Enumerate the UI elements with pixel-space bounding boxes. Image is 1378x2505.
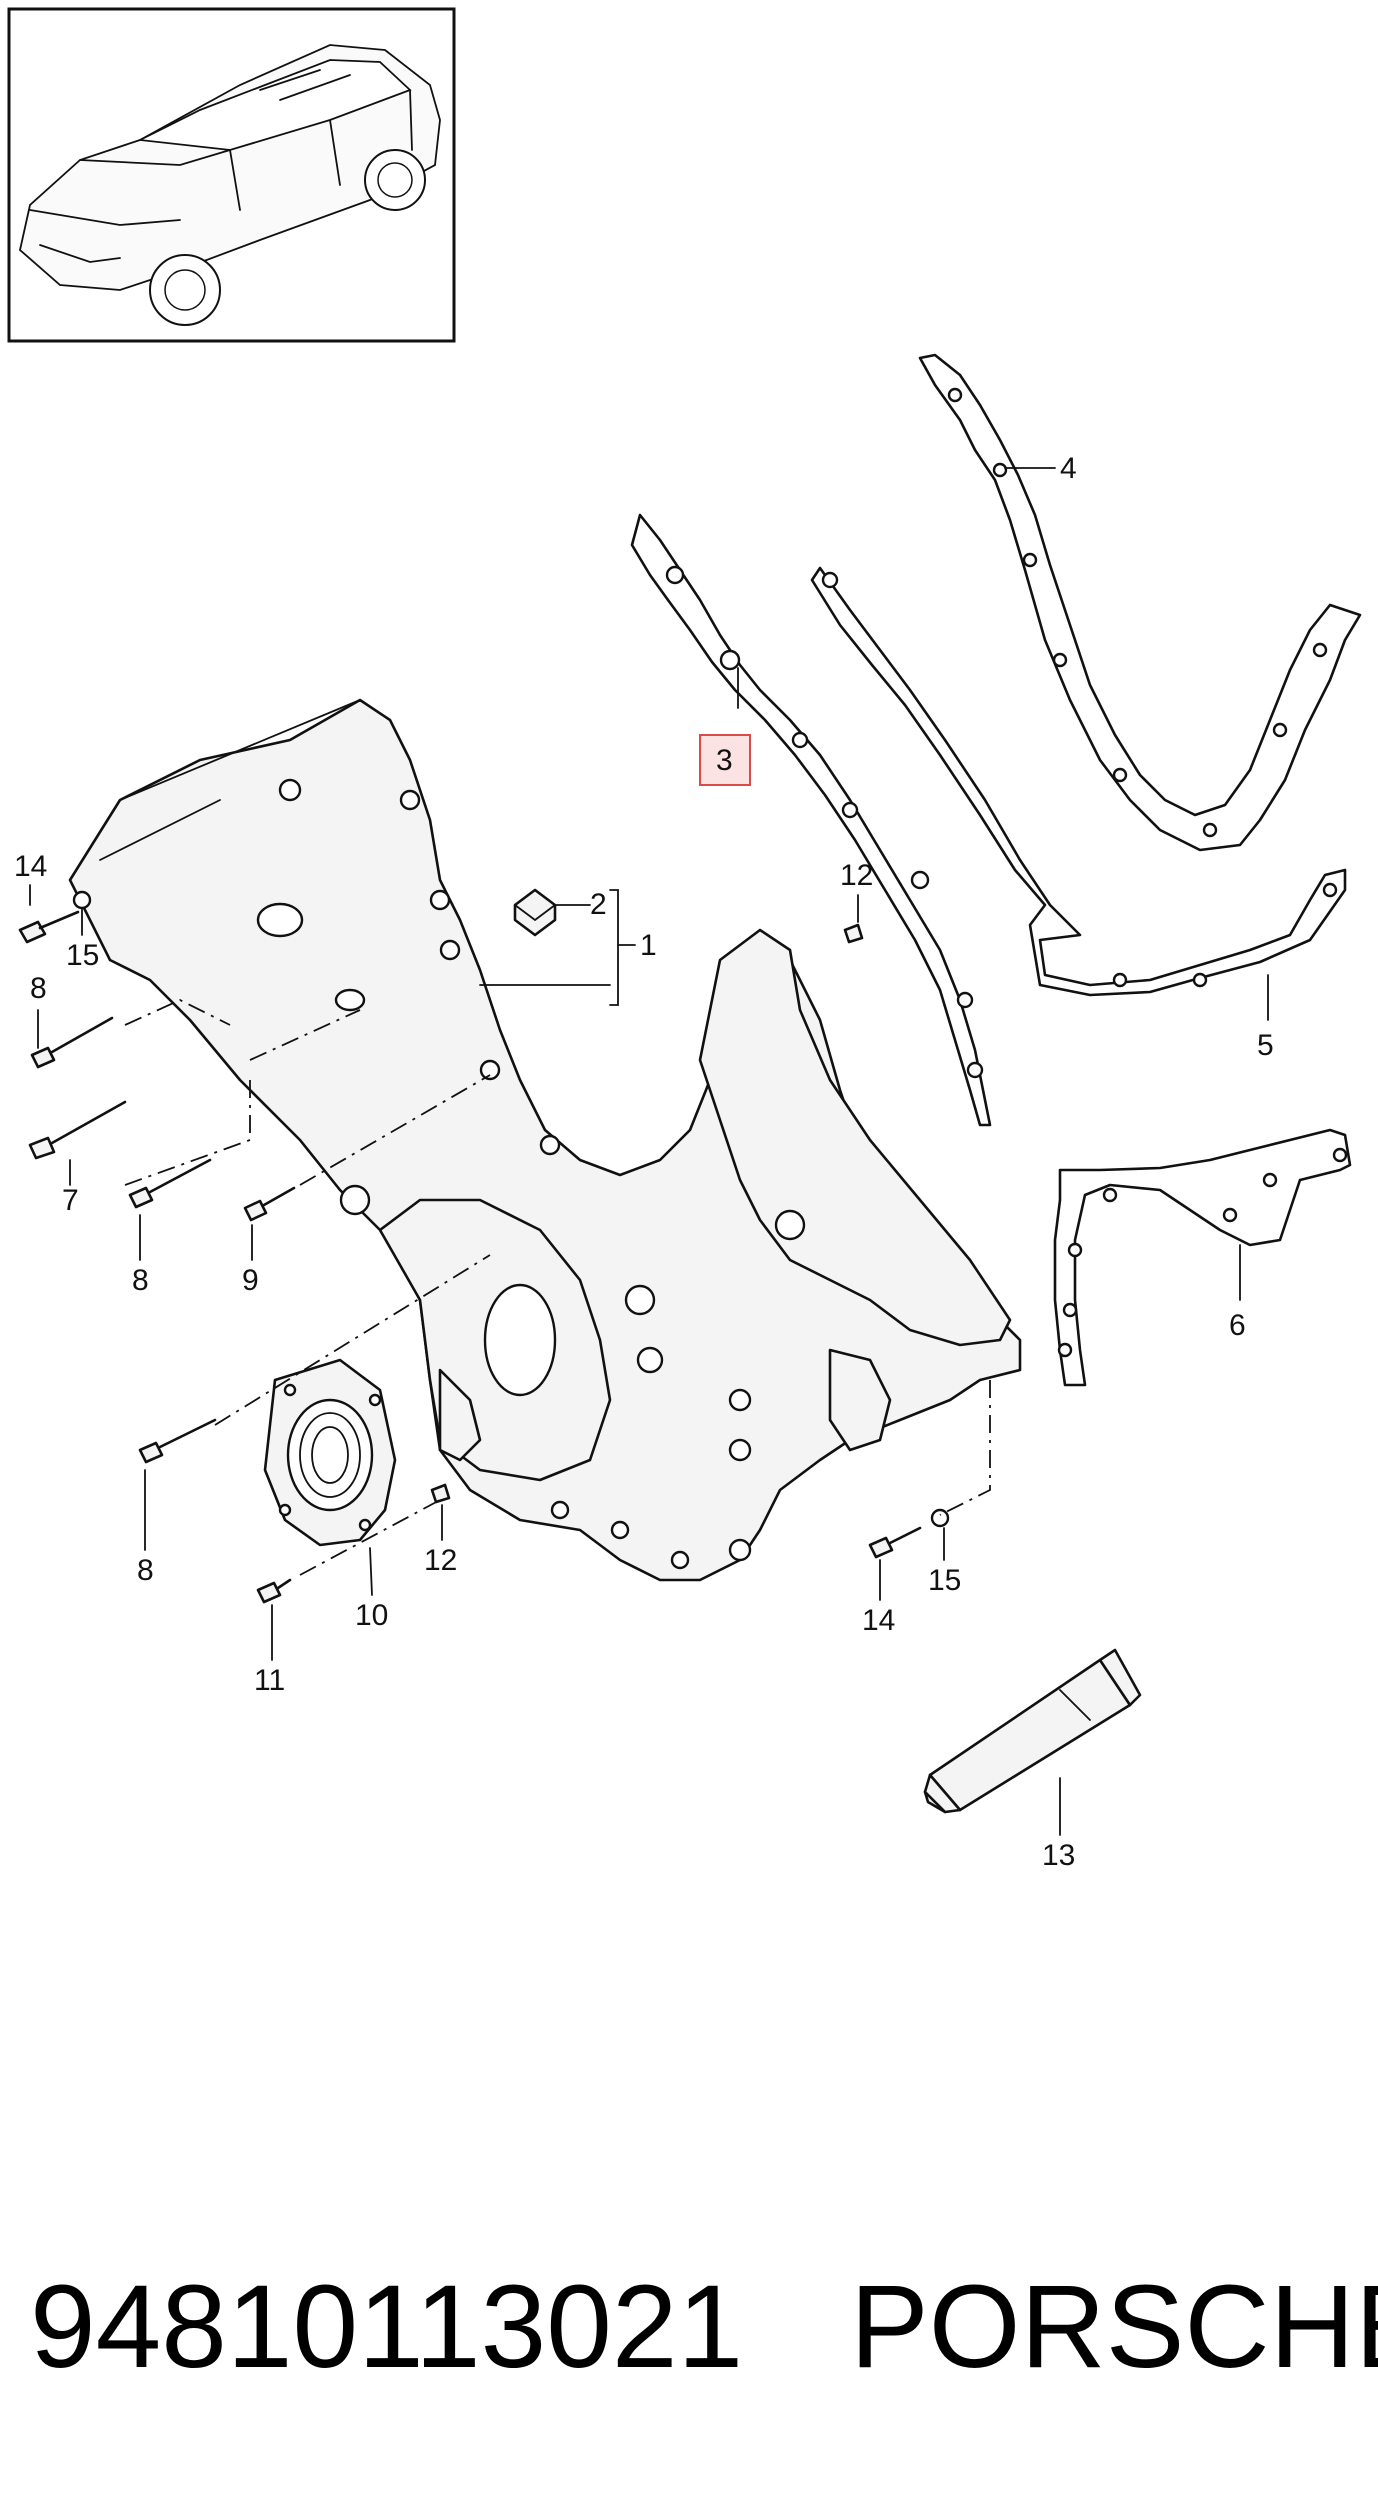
callout-3-highlight	[699, 734, 751, 786]
gasket-5	[810, 566, 1347, 997]
nut-12-lower	[430, 1483, 451, 1504]
callout-13[interactable]: 13	[1042, 1839, 1075, 1872]
bolt-7	[28, 1100, 127, 1160]
callout-labels: 2 1 3 4 5 6 14 15 8 7 8 9 8 10 11 12 12 …	[14, 452, 1274, 1872]
callout-5[interactable]: 5	[1257, 1029, 1274, 1062]
callout-2[interactable]: 2	[590, 888, 607, 921]
mounting-axes	[124, 999, 991, 1576]
callout-10[interactable]: 10	[355, 1599, 388, 1632]
bolt-14-top	[18, 910, 80, 944]
callout-14-top[interactable]: 14	[14, 850, 47, 883]
leader-lines	[29, 467, 1269, 1836]
callout-1[interactable]: 1	[640, 929, 657, 962]
bolt-14-lower	[868, 1526, 922, 1559]
callout-12-upper[interactable]: 12	[840, 859, 873, 892]
seal-flange	[263, 1358, 397, 1547]
callout-8-mid[interactable]: 8	[132, 1264, 149, 1297]
gasket-3	[630, 513, 992, 1127]
dowel-pin	[513, 888, 557, 937]
bolt-8-top	[30, 1016, 114, 1069]
bolt-9	[243, 1186, 296, 1222]
callout-14-lower[interactable]: 14	[862, 1604, 895, 1637]
brand-name: PORSCHE	[850, 2261, 1378, 2393]
bolt-11	[256, 1578, 292, 1604]
sealant-tube	[923, 1648, 1142, 1814]
callout-15-top[interactable]: 15	[66, 939, 99, 972]
bolt-8-low	[138, 1418, 217, 1464]
callout-11[interactable]: 11	[254, 1664, 285, 1697]
callout-15-lower[interactable]: 15	[928, 1564, 961, 1597]
gasket-6	[1053, 1128, 1352, 1387]
vehicle-thumbnail	[7, 7, 456, 343]
callout-8-top[interactable]: 8	[30, 972, 47, 1005]
nut-12-upper	[843, 923, 864, 944]
callout-4[interactable]: 4	[1060, 452, 1077, 485]
callout-6[interactable]: 6	[1229, 1309, 1246, 1342]
washer-15-lower	[930, 1508, 950, 1528]
gasket-4	[918, 353, 1362, 852]
bolt-8-mid	[128, 1158, 212, 1209]
callout-12-lower[interactable]: 12	[424, 1544, 457, 1577]
timing-cover	[68, 698, 1022, 1582]
callout-7[interactable]: 7	[62, 1184, 79, 1217]
washer-15-top	[72, 890, 92, 910]
callout-9[interactable]: 9	[242, 1264, 259, 1297]
callout-3[interactable]: 3	[716, 744, 733, 777]
callout-8-low[interactable]: 8	[137, 1554, 154, 1587]
part-number: 94810113021	[30, 2261, 744, 2393]
